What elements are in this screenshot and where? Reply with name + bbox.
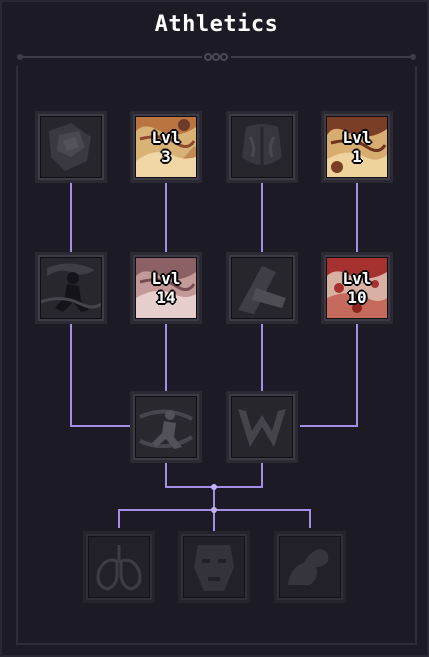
skill-node-golden-swirl-1[interactable]: Lvl 3 [130, 111, 202, 183]
face-icon [184, 537, 244, 597]
back-muscles-icon [232, 117, 292, 177]
level-value: 3 [161, 147, 171, 166]
golden-swirl-icon [136, 117, 196, 177]
dash-figure-icon [136, 397, 196, 457]
title-divider [17, 53, 416, 61]
flexed-arm-icon [280, 537, 340, 597]
tree-frame [16, 66, 417, 645]
runner-icon [41, 258, 101, 318]
skill-node-pink-swirl[interactable]: Lvl 14 [130, 252, 202, 324]
skill-level-badge: Lvl 1 [324, 128, 390, 166]
level-value: 10 [347, 288, 367, 307]
level-label: Lvl [342, 128, 372, 147]
skill-node-golden-swirl-2[interactable]: Lvl 1 [321, 111, 393, 183]
skill-node-rock-fist[interactable] [35, 111, 107, 183]
skill-node-dash-figure[interactable] [130, 391, 202, 463]
golden-swirl-icon [327, 117, 387, 177]
skill-node-claw-w[interactable] [226, 391, 298, 463]
skill-level-badge: Lvl 14 [133, 269, 199, 307]
blood-swirl-icon [327, 258, 387, 318]
pink-swirl-icon [136, 258, 196, 318]
skill-node-blood-swirl[interactable]: Lvl 10 [321, 252, 393, 324]
skill-node-runner[interactable] [35, 252, 107, 324]
skill-node-arm-block[interactable] [226, 252, 298, 324]
panel-title: Athletics [154, 12, 279, 37]
skill-node-lungs[interactable] [83, 531, 155, 603]
arm-block-icon [232, 258, 292, 318]
claw-w-icon [232, 397, 292, 457]
level-label: Lvl [342, 269, 372, 288]
skill-node-face[interactable] [178, 531, 250, 603]
skill-node-flexed-arm[interactable] [274, 531, 346, 603]
level-label: Lvl [151, 128, 181, 147]
skill-level-badge: Lvl 3 [133, 128, 199, 166]
skill-level-badge: Lvl 10 [324, 269, 390, 307]
level-value: 14 [156, 288, 176, 307]
skill-node-back-muscles[interactable] [226, 111, 298, 183]
level-value: 1 [352, 147, 362, 166]
lungs-icon [89, 537, 149, 597]
level-label: Lvl [151, 269, 181, 288]
rock-fist-icon [41, 117, 101, 177]
